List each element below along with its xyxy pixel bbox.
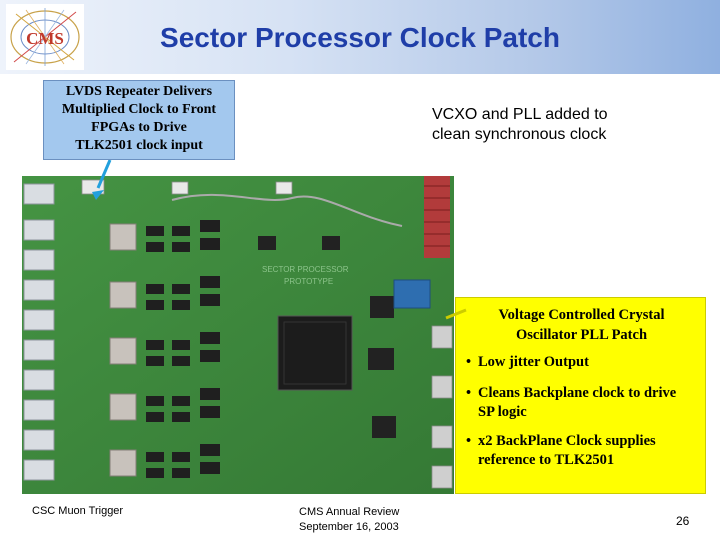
board-silkscreen-line-2: PROTOTYPE xyxy=(284,277,333,286)
footer-event-line: CMS Annual Review xyxy=(299,506,400,518)
callout-line: LVDS Repeater Delivers xyxy=(65,84,213,99)
bullet-item: • x2 BackPlane Clock supplies reference … xyxy=(466,432,702,470)
cms-logo-text: CMS xyxy=(26,29,64,48)
patch-box-title-line: Voltage Controlled Crystal xyxy=(498,307,665,323)
callout-line: TLK2501 clock input xyxy=(75,138,203,153)
bullet-text: Cleans Backplane clock to drive xyxy=(478,385,677,401)
bullet-text: reference to TLK2501 xyxy=(478,452,615,468)
footer-event-line: September 16, 2003 xyxy=(299,521,399,533)
bullet-text: SP logic xyxy=(478,404,527,420)
pcb-board-photo: SECTOR PROCESSOR PROTOTYPE xyxy=(22,176,454,494)
footer-project: CSC Muon Trigger xyxy=(32,505,124,517)
bullet-item: • Low jitter Output xyxy=(466,353,702,372)
bullet-text: x2 BackPlane Clock supplies xyxy=(478,433,656,449)
bullet-dot: • xyxy=(466,354,472,370)
bullet-dot: • xyxy=(466,385,472,401)
patch-box-title: Voltage Controlled Crystal Oscillator PL… xyxy=(456,305,707,345)
page-number: 26 xyxy=(676,514,690,528)
vcxo-pll-patch-box: Voltage Controlled Crystal Oscillator PL… xyxy=(455,297,706,494)
slide-title: Sector Processor Clock Patch xyxy=(160,22,560,53)
callout-line: Multiplied Clock to Front xyxy=(61,102,217,117)
footer-event: CMS Annual Review September 16, 2003 xyxy=(299,505,399,535)
bullet-item: • Cleans Backplane clock to drive SP log… xyxy=(466,384,702,422)
vcxo-note-line: VCXO and PLL added to xyxy=(432,106,608,123)
lvds-repeater-callout: LVDS Repeater Delivers Multiplied Clock … xyxy=(43,80,235,160)
bullet-text: Low jitter Output xyxy=(478,354,589,370)
bullet-dot: • xyxy=(466,433,472,449)
board-silkscreen-line-1: SECTOR PROCESSOR xyxy=(262,265,349,274)
slide-header xyxy=(0,0,720,74)
vcxo-note-line: clean synchronous clock xyxy=(432,126,607,143)
vcxo-pll-note: VCXO and PLL added to clean synchronous … xyxy=(432,105,672,145)
patch-box-title-line: Oscillator PLL Patch xyxy=(515,327,648,343)
cms-logo: CMS xyxy=(6,4,84,70)
callout-line: FPGAs to Drive xyxy=(91,120,187,135)
